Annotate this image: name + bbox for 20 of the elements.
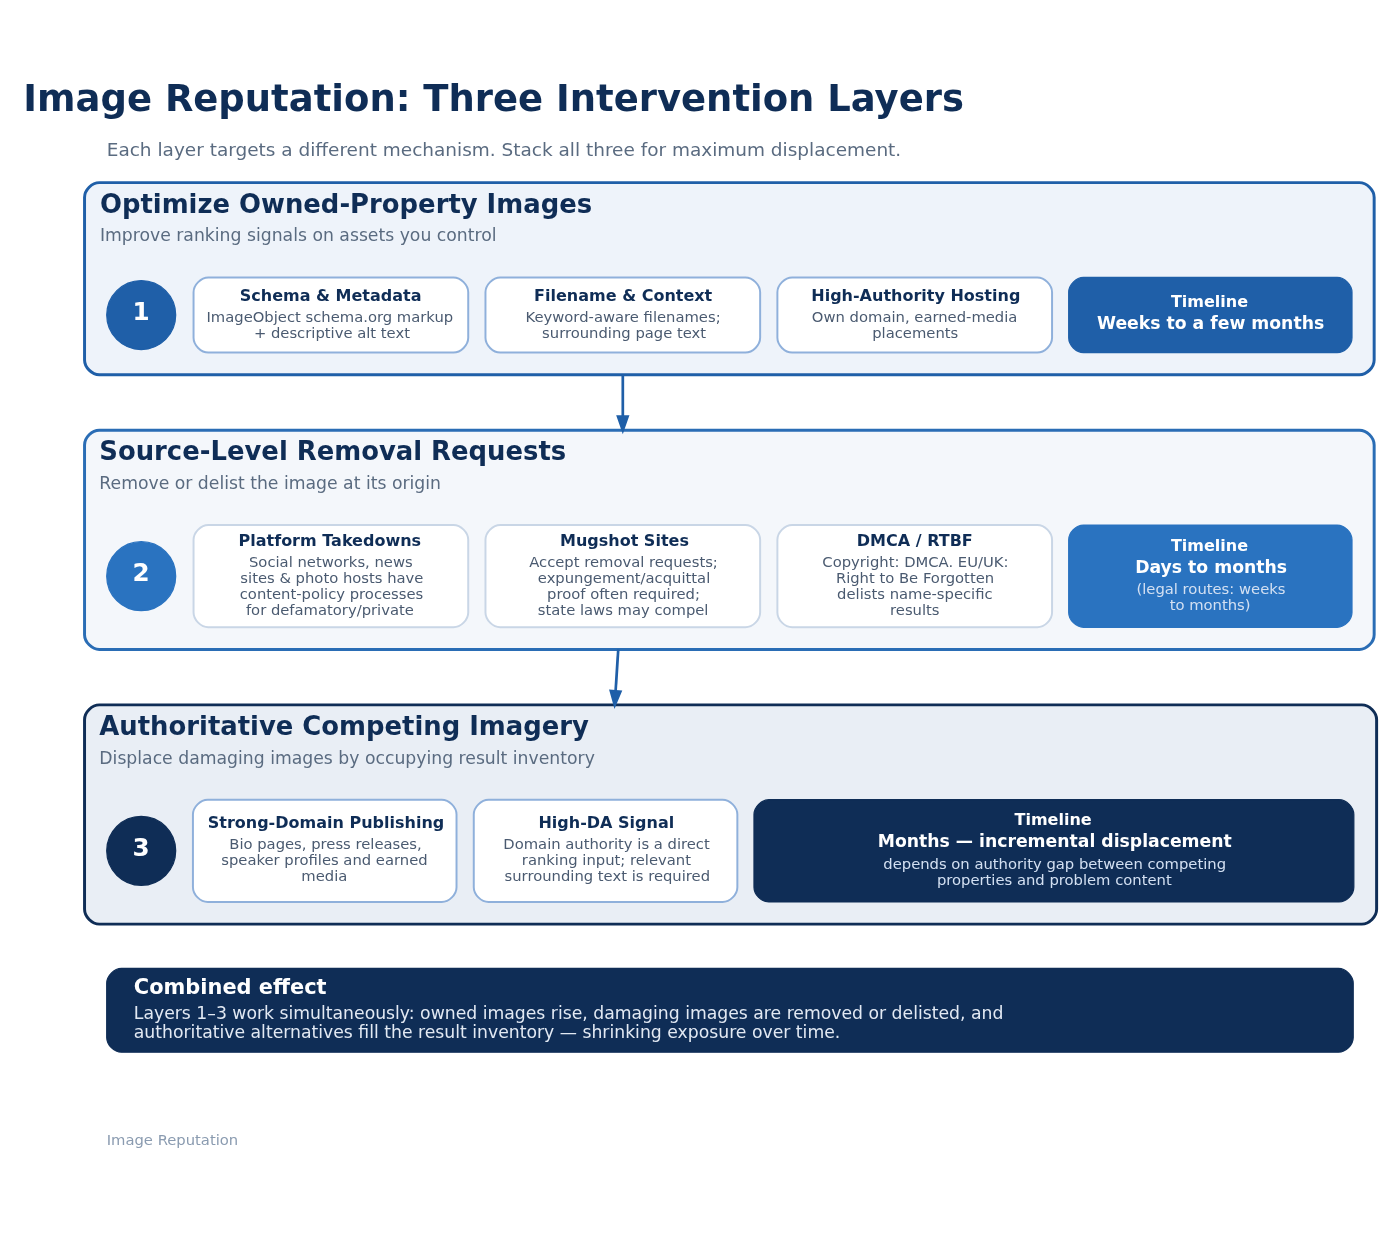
node-box: High-DA Signal Domain authority is a direct ranking input; relevant surrounding text is required (472, 798, 739, 903)
node-circle: 1 (106, 279, 177, 351)
node-box: DMCA / RTBF Copyright: DMCA. EU/UK: Right to Be Forgotten delists name-specific results (776, 524, 1054, 629)
diagram-title: Image Reputation: Three Intervention Layers (23, 77, 964, 121)
node-box: Platform Takedowns Social networks, news sites & photo hosts have content-policy processes for defamatory/private (192, 524, 470, 629)
node-circle: 3 (106, 815, 177, 886)
label: Image Reputation (106, 1131, 239, 1149)
node-box: Timeline Weeks to a few months (1068, 276, 1353, 354)
arrow (616, 374, 630, 435)
arrow (609, 649, 623, 709)
node-box: Strong-Domain Publishing Bio pages, press releases, speaker profiles and earned media (191, 798, 458, 903)
label: Each layer targets a different mechanism. Stack all three for maximum displacement. (106, 138, 902, 160)
node-box: Mugshot Sites Accept removal requests; expungement/acquittal proof often required; state laws may compel (484, 524, 762, 629)
node-box: Timeline Months — incremental displacement depends on authority gap between competing properties and problem content (753, 799, 1355, 903)
node-box: Timeline Days to months (legal routes: weeks to months) (1068, 524, 1353, 628)
node-box: Schema & Metadata ImageObject schema.org markup + descriptive alt text (192, 276, 470, 354)
node-box: Filename & Context Keyword-aware filenames; surrounding page text (484, 276, 762, 354)
node-box: High-Authority Hosting Own domain, earned-media placements (776, 276, 1054, 354)
node-box: Combined effect Layers 1–3 work simultaneously: owned images rise, damaging images are removed or delisted, and authoritative alternatives fill the result inventory — shrinking exposure over time. (106, 967, 1354, 1053)
node-circle: 2 (106, 541, 177, 612)
